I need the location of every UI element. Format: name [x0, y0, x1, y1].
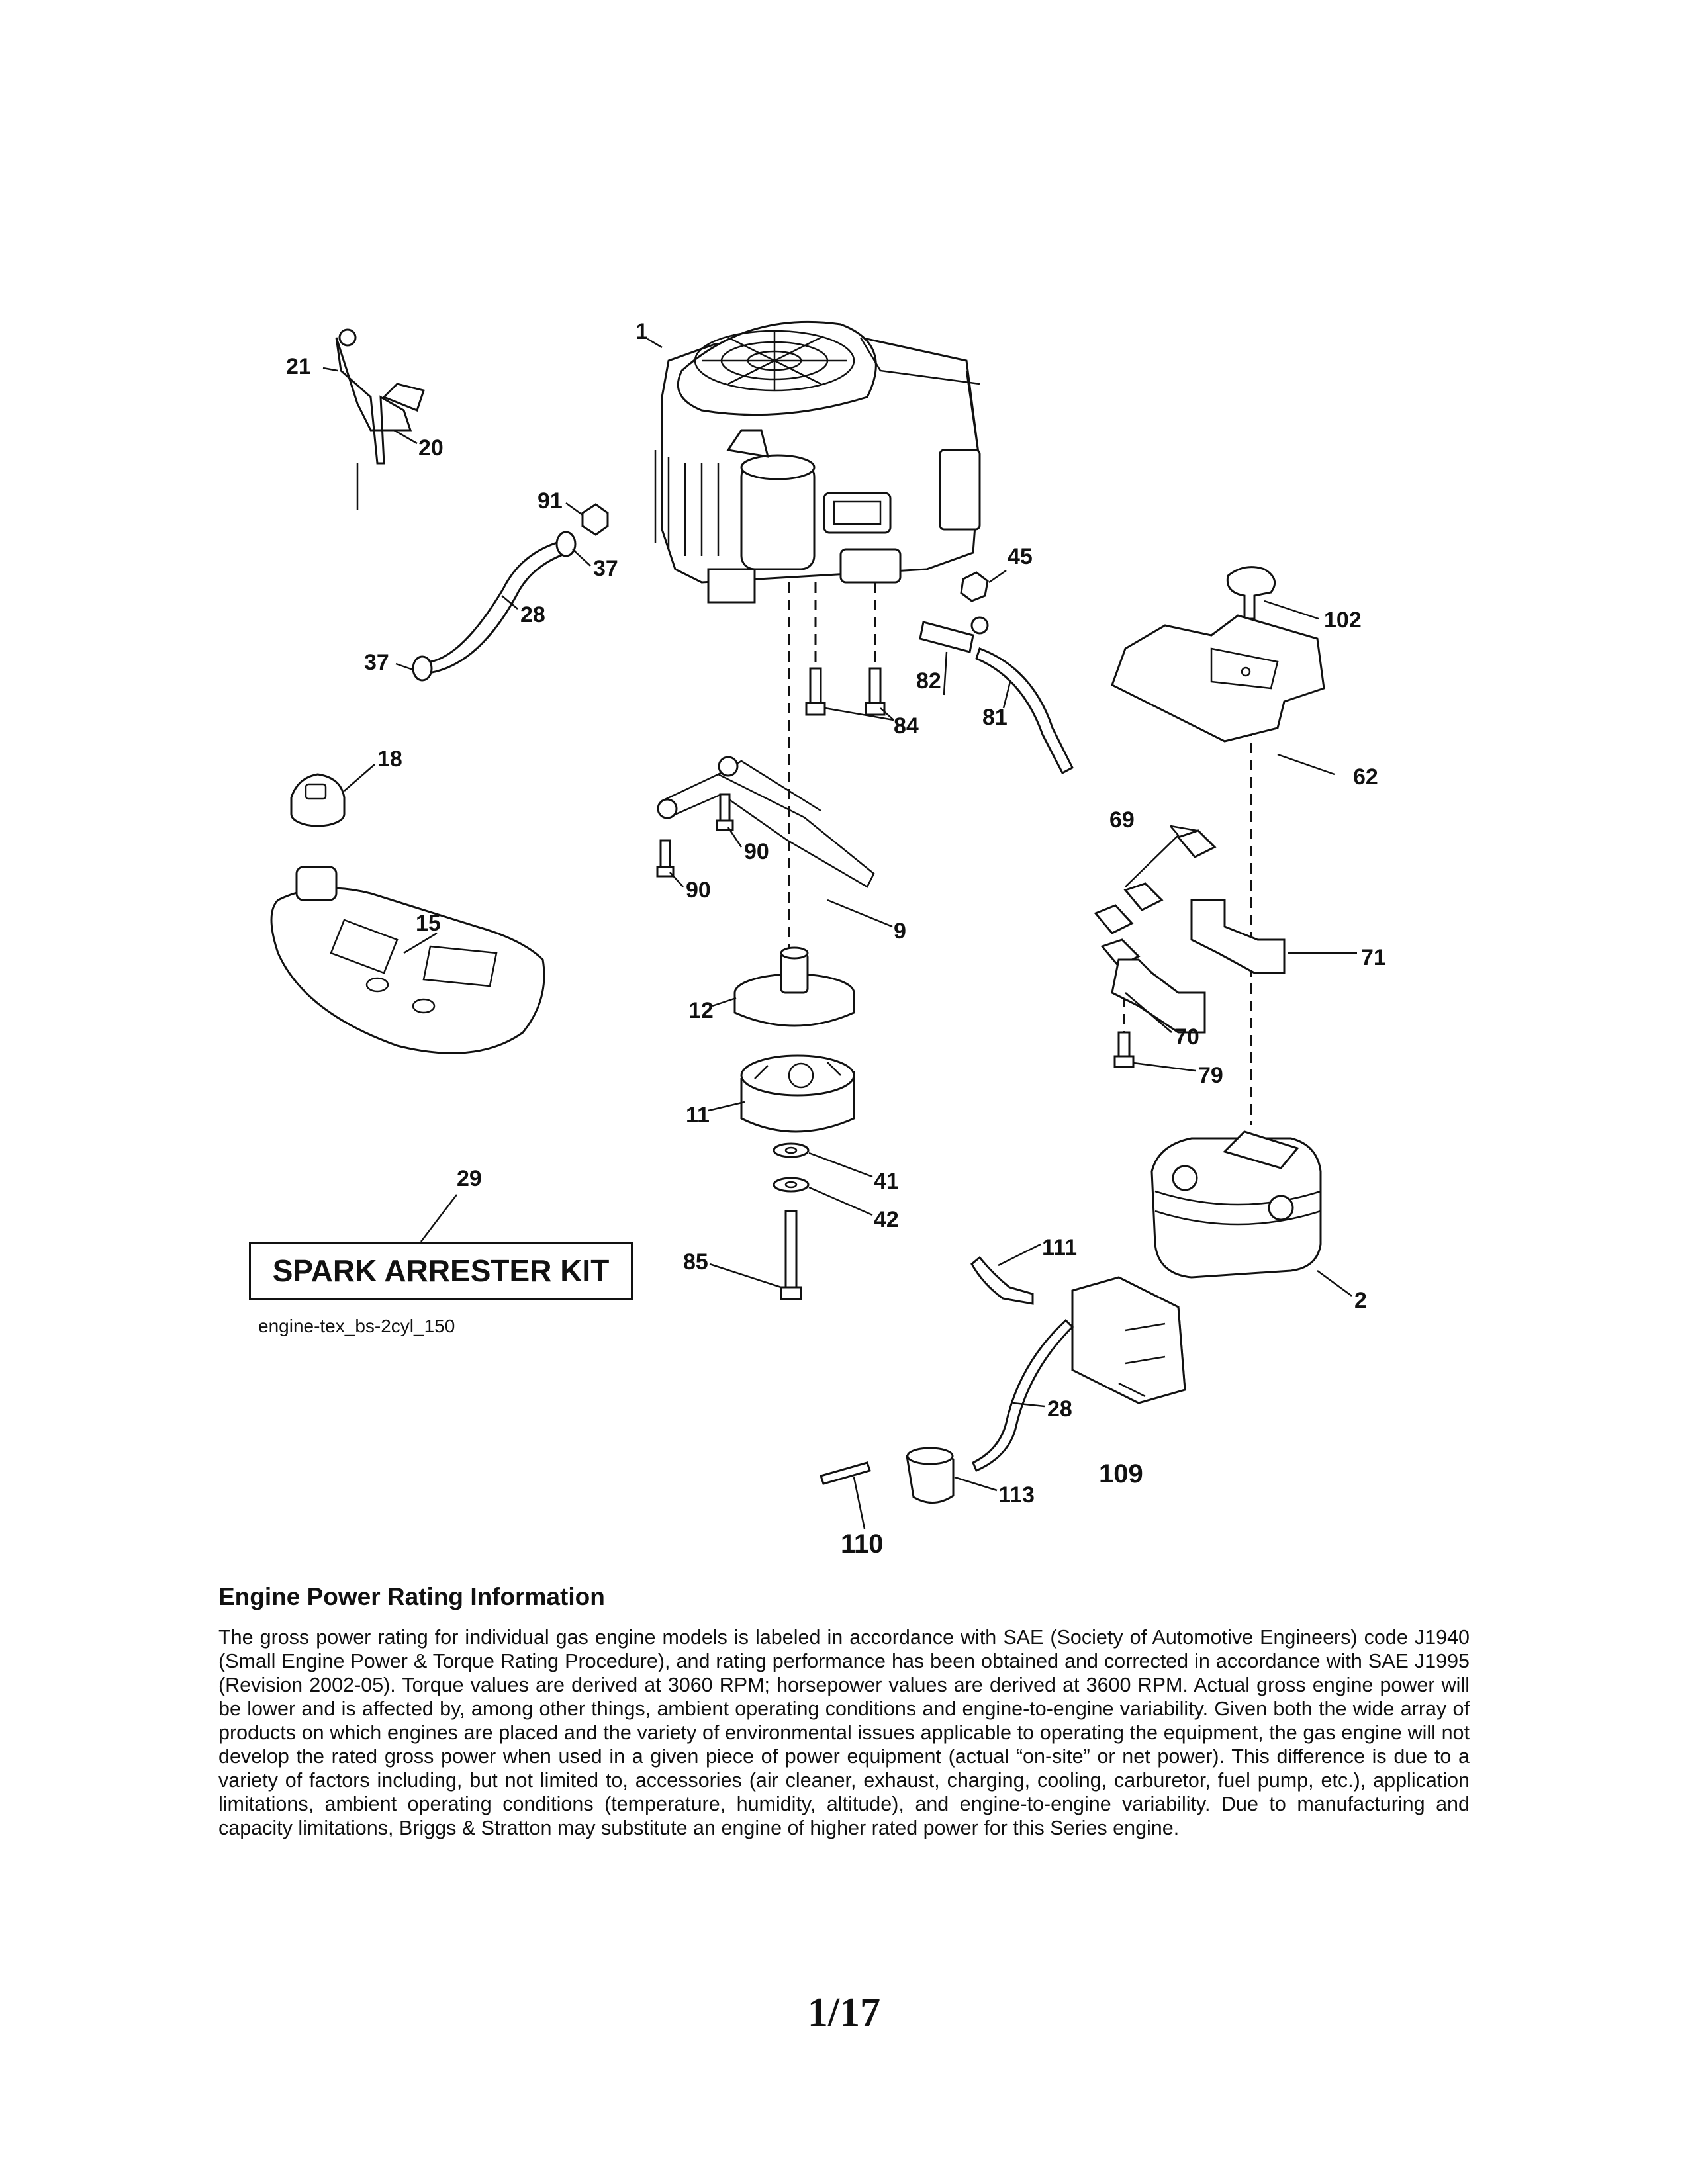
callout-109: 109 [1099, 1459, 1143, 1488]
figure-id: engine-tex_bs-2cyl_150 [258, 1316, 455, 1336]
body-paragraph: The gross power rating for individual ga… [218, 1626, 1470, 1839]
callout-15: 15 [416, 911, 441, 936]
fuel-tank-part [270, 866, 545, 1054]
nut-45-part [960, 571, 989, 602]
fuel-valve-part [919, 616, 1074, 775]
callout-28: 28 [520, 602, 545, 627]
callout-29: 29 [457, 1166, 482, 1191]
callout-12: 12 [688, 998, 714, 1023]
callout-9: 9 [894, 919, 906, 944]
leader-lines [322, 338, 1357, 1529]
callout-102: 102 [1324, 608, 1362, 633]
callout-20: 20 [418, 435, 444, 461]
callout-90-lower: 90 [686, 878, 711, 903]
page-number: 1/17 [807, 1990, 881, 2035]
callout-85: 85 [683, 1250, 708, 1275]
callout-69: 69 [1109, 807, 1135, 833]
callout-42: 42 [874, 1207, 899, 1232]
callout-37-lower: 37 [364, 650, 389, 675]
callout-71: 71 [1361, 945, 1386, 970]
engine-part [654, 320, 981, 604]
parts-diagram: 1 21 20 91 37 28 37 45 102 82 81 84 18 6… [270, 319, 1386, 1559]
clutch-part [733, 946, 855, 1133]
throttle-bracket-part [335, 328, 425, 510]
callout-18: 18 [377, 747, 402, 772]
callout-113: 113 [998, 1482, 1035, 1508]
fuel-hose-part [412, 531, 577, 682]
canister-part [820, 1255, 1186, 1504]
callout-79: 79 [1198, 1063, 1223, 1088]
callout-90: 90 [744, 839, 769, 864]
callout-28-lower: 28 [1047, 1396, 1072, 1422]
callout-91: 91 [538, 488, 563, 514]
callout-110: 110 [841, 1529, 884, 1559]
exhaust-pipe-part [1094, 829, 1286, 1068]
callout-82: 82 [916, 668, 941, 694]
bracket-part [656, 756, 875, 888]
spark-arrester-kit-label: SPARK ARRESTER KIT [272, 1253, 610, 1288]
bolt-84-part [805, 667, 886, 716]
callout-111: 111 [1042, 1235, 1077, 1260]
callout-2: 2 [1354, 1288, 1367, 1313]
heat-shield-part [1111, 566, 1325, 743]
callout-11: 11 [686, 1103, 710, 1128]
fuel-cap-part [290, 773, 346, 827]
callout-70: 70 [1174, 1024, 1199, 1050]
nut-part [581, 503, 609, 536]
callout-37: 37 [593, 556, 618, 581]
callout-41: 41 [874, 1169, 899, 1194]
callout-81: 81 [982, 705, 1008, 730]
callout-1: 1 [635, 319, 648, 344]
callout-62: 62 [1353, 764, 1378, 790]
spark-arrester-kit-box: SPARK ARRESTER KIT [249, 1242, 633, 1300]
washer-part [773, 1142, 810, 1300]
callout-21: 21 [286, 354, 311, 379]
callout-45: 45 [1008, 544, 1033, 569]
section-title: Engine Power Rating Information [218, 1583, 605, 1610]
muffler-part [1150, 1130, 1322, 1279]
callout-84: 84 [894, 713, 919, 739]
